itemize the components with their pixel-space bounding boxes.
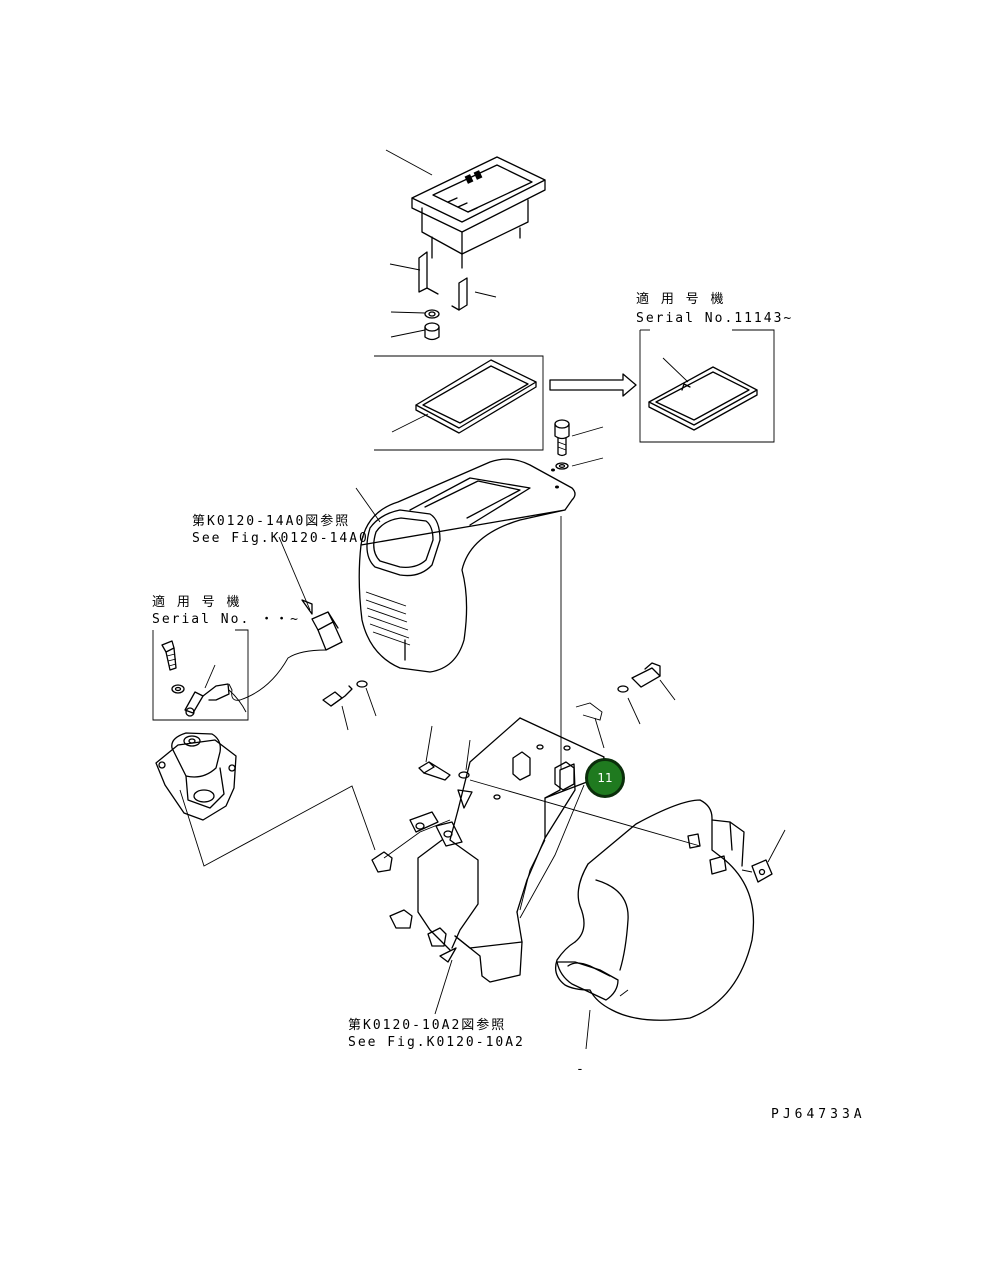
- serial-label-left-en: Serial No. ・・~: [152, 612, 300, 627]
- throttle-sensor: [155, 732, 376, 867]
- serial-label-top-en: Serial No.11143~: [636, 311, 794, 326]
- bolt-center: [418, 725, 701, 847]
- bottom-mark: -: [576, 1062, 586, 1077]
- reference-14a0-jp: 第K0120-14A0図参照: [192, 514, 351, 529]
- reference-10a2-jp: 第K0120-10A2図参照: [348, 1018, 507, 1033]
- alternate-gasket-box: [639, 329, 775, 443]
- switch-wiring: [228, 536, 343, 701]
- monitor-brackets: [418, 251, 468, 341]
- console-frame: [371, 717, 605, 1015]
- part-callout-marker[interactable]: 11: [585, 758, 625, 798]
- serial-label-left-jp: 適 用 号 機: [152, 595, 242, 610]
- console-cover: [355, 458, 576, 770]
- clip-nut: [741, 829, 786, 883]
- bolt-right-console: [575, 662, 676, 749]
- side-cover: [554, 799, 755, 1021]
- arrow-right: [549, 373, 637, 397]
- drawing-code: PJ64733A: [771, 1107, 866, 1122]
- bolt-left-console: [322, 680, 377, 731]
- reference-14a0-en: See Fig.K0120-14A0: [192, 531, 369, 546]
- serial-label-top-jp: 適 用 号 機: [636, 292, 726, 307]
- monitor-panel: [411, 156, 546, 269]
- gasket-box: [374, 355, 544, 451]
- leader-lines-top: [385, 149, 497, 338]
- reference-10a2-en: See Fig.K0120-10A2: [348, 1035, 525, 1050]
- serial-box-left: [152, 629, 249, 721]
- leader-lines-bottom: [519, 784, 591, 1050]
- bolt-washer-upper: [554, 419, 604, 470]
